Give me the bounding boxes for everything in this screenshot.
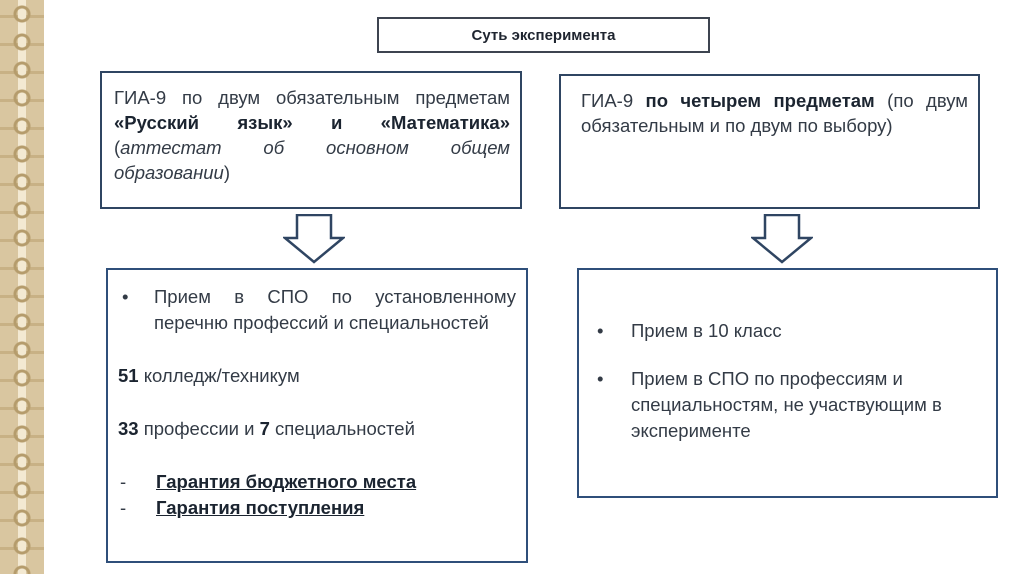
spo-admission-text: Прием в СПО по установленному перечню пр… xyxy=(154,286,516,333)
bullet-icon: • xyxy=(597,320,604,341)
title-text: Суть эксперимента xyxy=(471,26,616,44)
gia-two-subjects-text: ГИА-9 по двум обязательным предметам «Ру… xyxy=(114,85,510,185)
grade10-text: Прием в 10 класс xyxy=(631,320,782,341)
four-subjects-detail: (по двум обязательным и по двум по выбор… xyxy=(581,90,968,136)
subjects-names: «Русский язык» и «Математика» xyxy=(114,112,510,133)
admission-guarantee: Гарантия поступления xyxy=(156,497,365,518)
colleges-line: 51 колледж/техникум xyxy=(118,363,516,389)
colleges-count: 51 xyxy=(118,365,139,386)
gia-four-subjects-box: ГИА-9 по четырем предметам (по двум обяз… xyxy=(559,74,980,209)
list-item: - Гарантия поступления xyxy=(118,495,516,521)
down-arrow-right-icon xyxy=(751,214,813,264)
professions-line: 33 профессии и 7 специальностей xyxy=(118,416,516,442)
two-subjects-text: по двум обязательным предметам xyxy=(166,87,510,108)
gia-label-right: ГИА-9 xyxy=(581,90,646,111)
gia-label: ГИА-9 xyxy=(114,87,167,108)
spo-admission-box: • Прием в СПО по установленному перечню … xyxy=(106,268,528,563)
four-subjects-bold: по четырем предметам xyxy=(645,90,875,111)
gia-four-subjects-text: ГИА-9 по четырем предметам (по двум обяз… xyxy=(573,88,968,138)
list-item: - Гарантия бюджетного места xyxy=(118,469,516,495)
specialties-label: специальностей xyxy=(269,418,415,439)
dash-marker: - xyxy=(120,497,127,518)
dash-marker: - xyxy=(120,471,127,492)
professions-label: профессии и xyxy=(138,418,260,439)
budget-guarantee: Гарантия бюджетного места xyxy=(156,471,417,492)
colleges-label: колледж/техникум xyxy=(138,365,300,386)
spo-other-text: Прием в СПО по профессиям и специальност… xyxy=(631,368,942,441)
grade10-admission-box: • Прием в 10 класс • Прием в СПО по проф… xyxy=(577,268,998,498)
list-item: • Прием в СПО по профессиям и специально… xyxy=(589,366,986,444)
down-arrow-left-icon xyxy=(283,214,345,264)
paren-close: ) xyxy=(223,162,231,183)
gia-two-subjects-box: ГИА-9 по двум обязательным предметам «Ру… xyxy=(100,71,522,209)
list-item: • Прием в СПО по установленному перечню … xyxy=(118,284,516,336)
bullet-icon: • xyxy=(122,286,129,307)
page-title: Суть эксперимента xyxy=(377,17,710,53)
bullet-icon: • xyxy=(597,368,604,389)
decorative-border xyxy=(0,0,44,574)
list-item: • Прием в 10 класс xyxy=(589,318,986,344)
certificate-text: аттестат об основном общем образовании xyxy=(114,137,510,183)
paren-open: ( xyxy=(114,137,121,158)
professions-count: 33 xyxy=(118,418,139,439)
specialties-count: 7 xyxy=(259,418,270,439)
